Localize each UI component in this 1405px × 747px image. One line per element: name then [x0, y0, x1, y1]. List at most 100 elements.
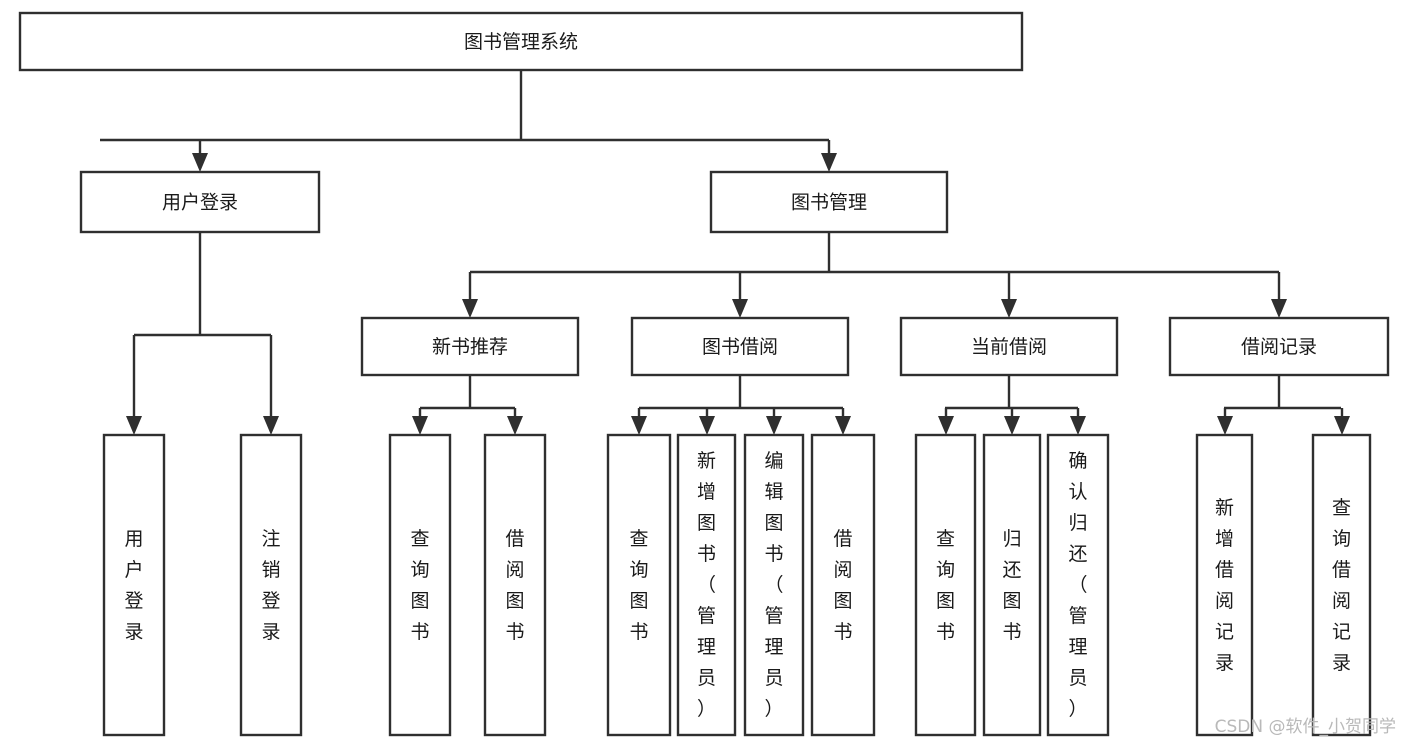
node-box-leaf-query-record[interactable] [1311, 433, 1372, 737]
arrow-head [766, 416, 782, 435]
node-leaf-query-book-2[interactable]: 查询图书 [606, 433, 672, 737]
node-leaf-borrow-book-2[interactable]: 借阅图书 [810, 433, 876, 737]
arrow-head [412, 416, 428, 435]
arrow-head [821, 153, 837, 172]
node-box-records[interactable] [1168, 316, 1390, 377]
node-box-borrow[interactable] [630, 316, 850, 377]
connector-edge-current-to-leaf-confirm-return [1070, 408, 1086, 435]
node-label-leaf-query-book-2: 查询图书 [629, 528, 648, 643]
node-box-leaf-user-logout[interactable] [239, 433, 303, 737]
node-label-leaf-query-record: 查询借阅记录 [1332, 497, 1351, 674]
connector-group-bus-root [100, 70, 829, 142]
node-newbook[interactable]: 新书推荐 [360, 316, 580, 377]
node-label-current: 当前借阅 [971, 336, 1047, 358]
connector-edge-current-to-leaf-return-book [1004, 408, 1020, 435]
node-box-leaf-edit-book[interactable] [743, 433, 805, 737]
node-leaf-add-book[interactable]: 新增图书（管理员） [676, 433, 737, 737]
node-root[interactable]: 图书管理系统 [18, 11, 1024, 72]
node-box-bookmgmt[interactable] [709, 170, 949, 234]
connector-edge-login-to-leaf-user-login [126, 335, 142, 435]
arrow-head [1070, 416, 1086, 435]
connector-layer [100, 70, 1350, 435]
node-box-leaf-query-book-1[interactable] [388, 433, 452, 737]
connector-edge-borrow-to-leaf-add-book [699, 408, 715, 435]
node-box-current[interactable] [899, 316, 1119, 377]
node-label-records: 借阅记录 [1241, 336, 1317, 358]
node-label-login: 用户登录 [162, 192, 238, 214]
connector-edge-root-to-login [192, 140, 208, 172]
node-leaf-query-record[interactable]: 查询借阅记录 [1311, 433, 1372, 737]
arrow-head [938, 416, 954, 435]
arrow-head [1001, 299, 1017, 318]
node-label-leaf-query-book-3: 查询图书 [936, 528, 955, 643]
arrow-head [126, 416, 142, 435]
node-label-leaf-user-login: 用户登录 [124, 528, 143, 643]
node-box-leaf-borrow-book-1[interactable] [483, 433, 547, 737]
csdn-watermark: CSDN @软件_小贺同学 [1215, 717, 1396, 737]
connector-edge-newbook-to-leaf-borrow-book-1 [507, 408, 523, 435]
connector-edge-bookmgmt-to-newbook [462, 272, 478, 318]
node-box-newbook[interactable] [360, 316, 580, 377]
connector-group-bus-current [945, 375, 1078, 410]
node-leaf-edit-book[interactable]: 编辑图书（管理员） [743, 433, 805, 737]
node-layer: 图书管理系统用户登录图书管理新书推荐图书借阅当前借阅借阅记录用户登录注销登录查询… [18, 11, 1390, 737]
node-box-leaf-query-book-2[interactable] [606, 433, 672, 737]
node-records[interactable]: 借阅记录 [1168, 316, 1390, 377]
connector-group-bus-newbook [420, 375, 515, 410]
connector-group-bus-bookmgmt [470, 232, 1279, 274]
node-label-leaf-add-record: 新增借阅记录 [1215, 497, 1234, 674]
connector-edge-borrow-to-leaf-edit-book [766, 408, 782, 435]
node-leaf-borrow-book-1[interactable]: 借阅图书 [483, 433, 547, 737]
node-box-leaf-return-book[interactable] [982, 433, 1042, 737]
node-label-leaf-confirm-return: 确认归还（管理员） [1068, 450, 1087, 720]
node-label-leaf-add-book: 新增图书（管理员） [697, 450, 716, 720]
node-label-newbook: 新书推荐 [432, 336, 508, 358]
node-box-leaf-query-book-3[interactable] [914, 433, 977, 737]
node-label-root: 图书管理系统 [464, 31, 578, 53]
arrow-head [1271, 299, 1287, 318]
arrow-head [192, 153, 208, 172]
node-login[interactable]: 用户登录 [79, 170, 321, 234]
node-box-leaf-user-login[interactable] [102, 433, 166, 737]
node-box-leaf-borrow-book-2[interactable] [810, 433, 876, 737]
arrow-head [631, 416, 647, 435]
arrow-head [462, 299, 478, 318]
connector-group-bus-login [134, 232, 271, 337]
connector-edge-current-to-leaf-query-book-3 [938, 408, 954, 435]
node-label-bookmgmt: 图书管理 [791, 192, 867, 214]
arrow-head [1217, 416, 1233, 435]
node-leaf-query-book-3[interactable]: 查询图书 [914, 433, 977, 737]
node-box-leaf-add-book[interactable] [676, 433, 737, 737]
connector-edge-login-to-leaf-user-logout [263, 335, 279, 435]
node-label-leaf-borrow-book-1: 借阅图书 [505, 528, 524, 643]
connector-edge-borrow-to-leaf-borrow-book-2 [835, 408, 851, 435]
node-label-leaf-return-book: 归还图书 [1002, 528, 1021, 643]
node-current[interactable]: 当前借阅 [899, 316, 1119, 377]
connector-edge-bookmgmt-to-borrow [732, 272, 748, 318]
node-box-leaf-confirm-return[interactable] [1046, 433, 1110, 737]
node-label-leaf-borrow-book-2: 借阅图书 [833, 528, 852, 643]
arrow-head [1004, 416, 1020, 435]
node-leaf-query-book-1[interactable]: 查询图书 [388, 433, 452, 737]
node-borrow[interactable]: 图书借阅 [630, 316, 850, 377]
node-leaf-user-logout[interactable]: 注销登录 [239, 433, 303, 737]
node-label-leaf-query-book-1: 查询图书 [410, 528, 429, 643]
node-box-leaf-add-record[interactable] [1195, 433, 1254, 737]
node-leaf-return-book[interactable]: 归还图书 [982, 433, 1042, 737]
arrow-head [699, 416, 715, 435]
node-bookmgmt[interactable]: 图书管理 [709, 170, 949, 234]
arrow-head [1334, 416, 1350, 435]
arrow-head [732, 299, 748, 318]
arrow-head [507, 416, 523, 435]
node-box-login[interactable] [79, 170, 321, 234]
node-leaf-add-record[interactable]: 新增借阅记录 [1195, 433, 1254, 737]
node-leaf-confirm-return[interactable]: 确认归还（管理员） [1046, 433, 1110, 737]
node-box-root[interactable] [18, 11, 1024, 72]
connector-group-bus-records [1224, 375, 1341, 410]
connector-edge-newbook-to-leaf-query-book-1 [412, 408, 428, 435]
connector-edge-records-to-leaf-query-record [1334, 408, 1350, 435]
node-leaf-user-login[interactable]: 用户登录 [102, 433, 166, 737]
connector-edge-root-to-bookmgmt [821, 140, 837, 172]
